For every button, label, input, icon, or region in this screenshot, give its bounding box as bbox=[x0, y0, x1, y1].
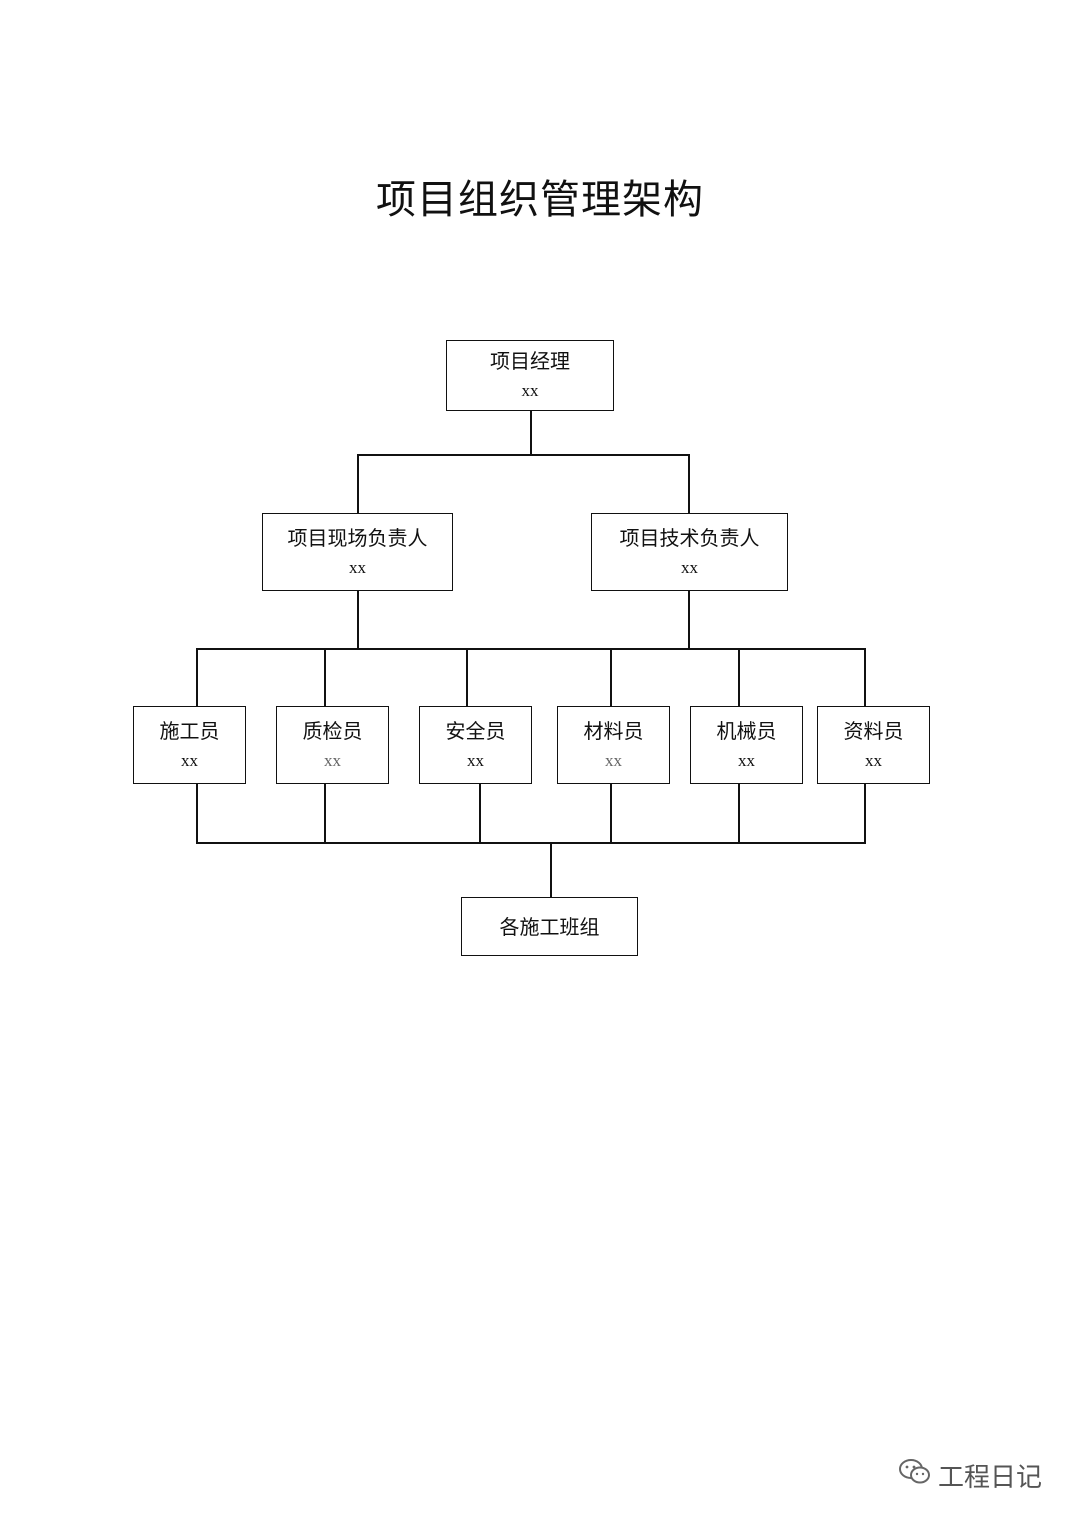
connector-manager-down bbox=[530, 410, 532, 455]
node-role: 材料员 bbox=[583, 718, 644, 743]
connector-level3-horizontal bbox=[196, 648, 865, 650]
node-documents-officer: 资料员 xx bbox=[817, 706, 930, 784]
node-role: 质检员 bbox=[302, 718, 363, 743]
connector-to-teams bbox=[550, 842, 552, 898]
connector-to-staff-6 bbox=[864, 648, 866, 707]
connector-site-lead-down bbox=[357, 590, 359, 649]
node-name: xx bbox=[681, 557, 698, 577]
node-project-manager: 项目经理 xx bbox=[446, 340, 614, 411]
page-title: 项目组织管理架构 bbox=[376, 177, 704, 223]
connector-from-staff-5 bbox=[738, 783, 740, 843]
node-name: xx bbox=[605, 750, 622, 770]
node-tech-lead: 项目技术负责人 xx bbox=[591, 513, 788, 591]
connector-from-staff-6 bbox=[864, 783, 866, 843]
node-materials-officer: 材料员 xx bbox=[557, 706, 670, 784]
node-name: xx bbox=[865, 750, 882, 770]
node-name: xx bbox=[521, 381, 539, 400]
connector-from-staff-1 bbox=[196, 783, 198, 843]
node-safety-officer: 安全员 xx bbox=[419, 706, 532, 784]
node-name: xx bbox=[181, 750, 198, 770]
connector-to-tech-lead bbox=[688, 454, 690, 514]
connector-to-staff-2 bbox=[324, 648, 326, 707]
node-name: xx bbox=[467, 750, 484, 770]
watermark-text: 工程日记 bbox=[938, 1462, 1043, 1493]
connector-level4-horizontal bbox=[196, 842, 866, 844]
connector-level2-horizontal bbox=[357, 454, 689, 456]
node-machinery-officer: 机械员 xx bbox=[690, 706, 803, 784]
node-role: 各施工班组 bbox=[499, 914, 600, 939]
node-role: 项目技术负责人 bbox=[619, 525, 760, 550]
node-quality-inspector: 质检员 xx bbox=[276, 706, 389, 784]
connector-from-staff-4 bbox=[610, 783, 612, 843]
node-name: xx bbox=[349, 557, 366, 577]
node-role: 项目经理 bbox=[490, 349, 570, 373]
node-role: 施工员 bbox=[159, 718, 220, 743]
node-site-lead: 项目现场负责人 xx bbox=[262, 513, 453, 591]
connector-to-site-lead bbox=[357, 454, 359, 514]
connector-to-staff-3 bbox=[466, 648, 468, 707]
node-role: 资料员 bbox=[843, 718, 904, 743]
node-construction-officer: 施工员 xx bbox=[133, 706, 246, 784]
node-name: xx bbox=[738, 750, 755, 770]
connector-from-staff-2 bbox=[324, 783, 326, 843]
connector-from-staff-3 bbox=[479, 783, 481, 843]
node-role: 机械员 bbox=[716, 718, 777, 743]
node-role: 安全员 bbox=[445, 718, 506, 743]
connector-to-staff-5 bbox=[738, 648, 740, 707]
wechat-icon bbox=[898, 1457, 938, 1494]
watermark: 工程日记 bbox=[898, 1455, 1042, 1495]
node-construction-teams: 各施工班组 bbox=[461, 897, 638, 956]
connector-to-staff-4 bbox=[610, 648, 612, 707]
node-role: 项目现场负责人 bbox=[287, 525, 428, 550]
node-name: xx bbox=[324, 750, 341, 770]
connector-tech-lead-down bbox=[688, 590, 690, 649]
connector-to-staff-1 bbox=[196, 648, 198, 707]
